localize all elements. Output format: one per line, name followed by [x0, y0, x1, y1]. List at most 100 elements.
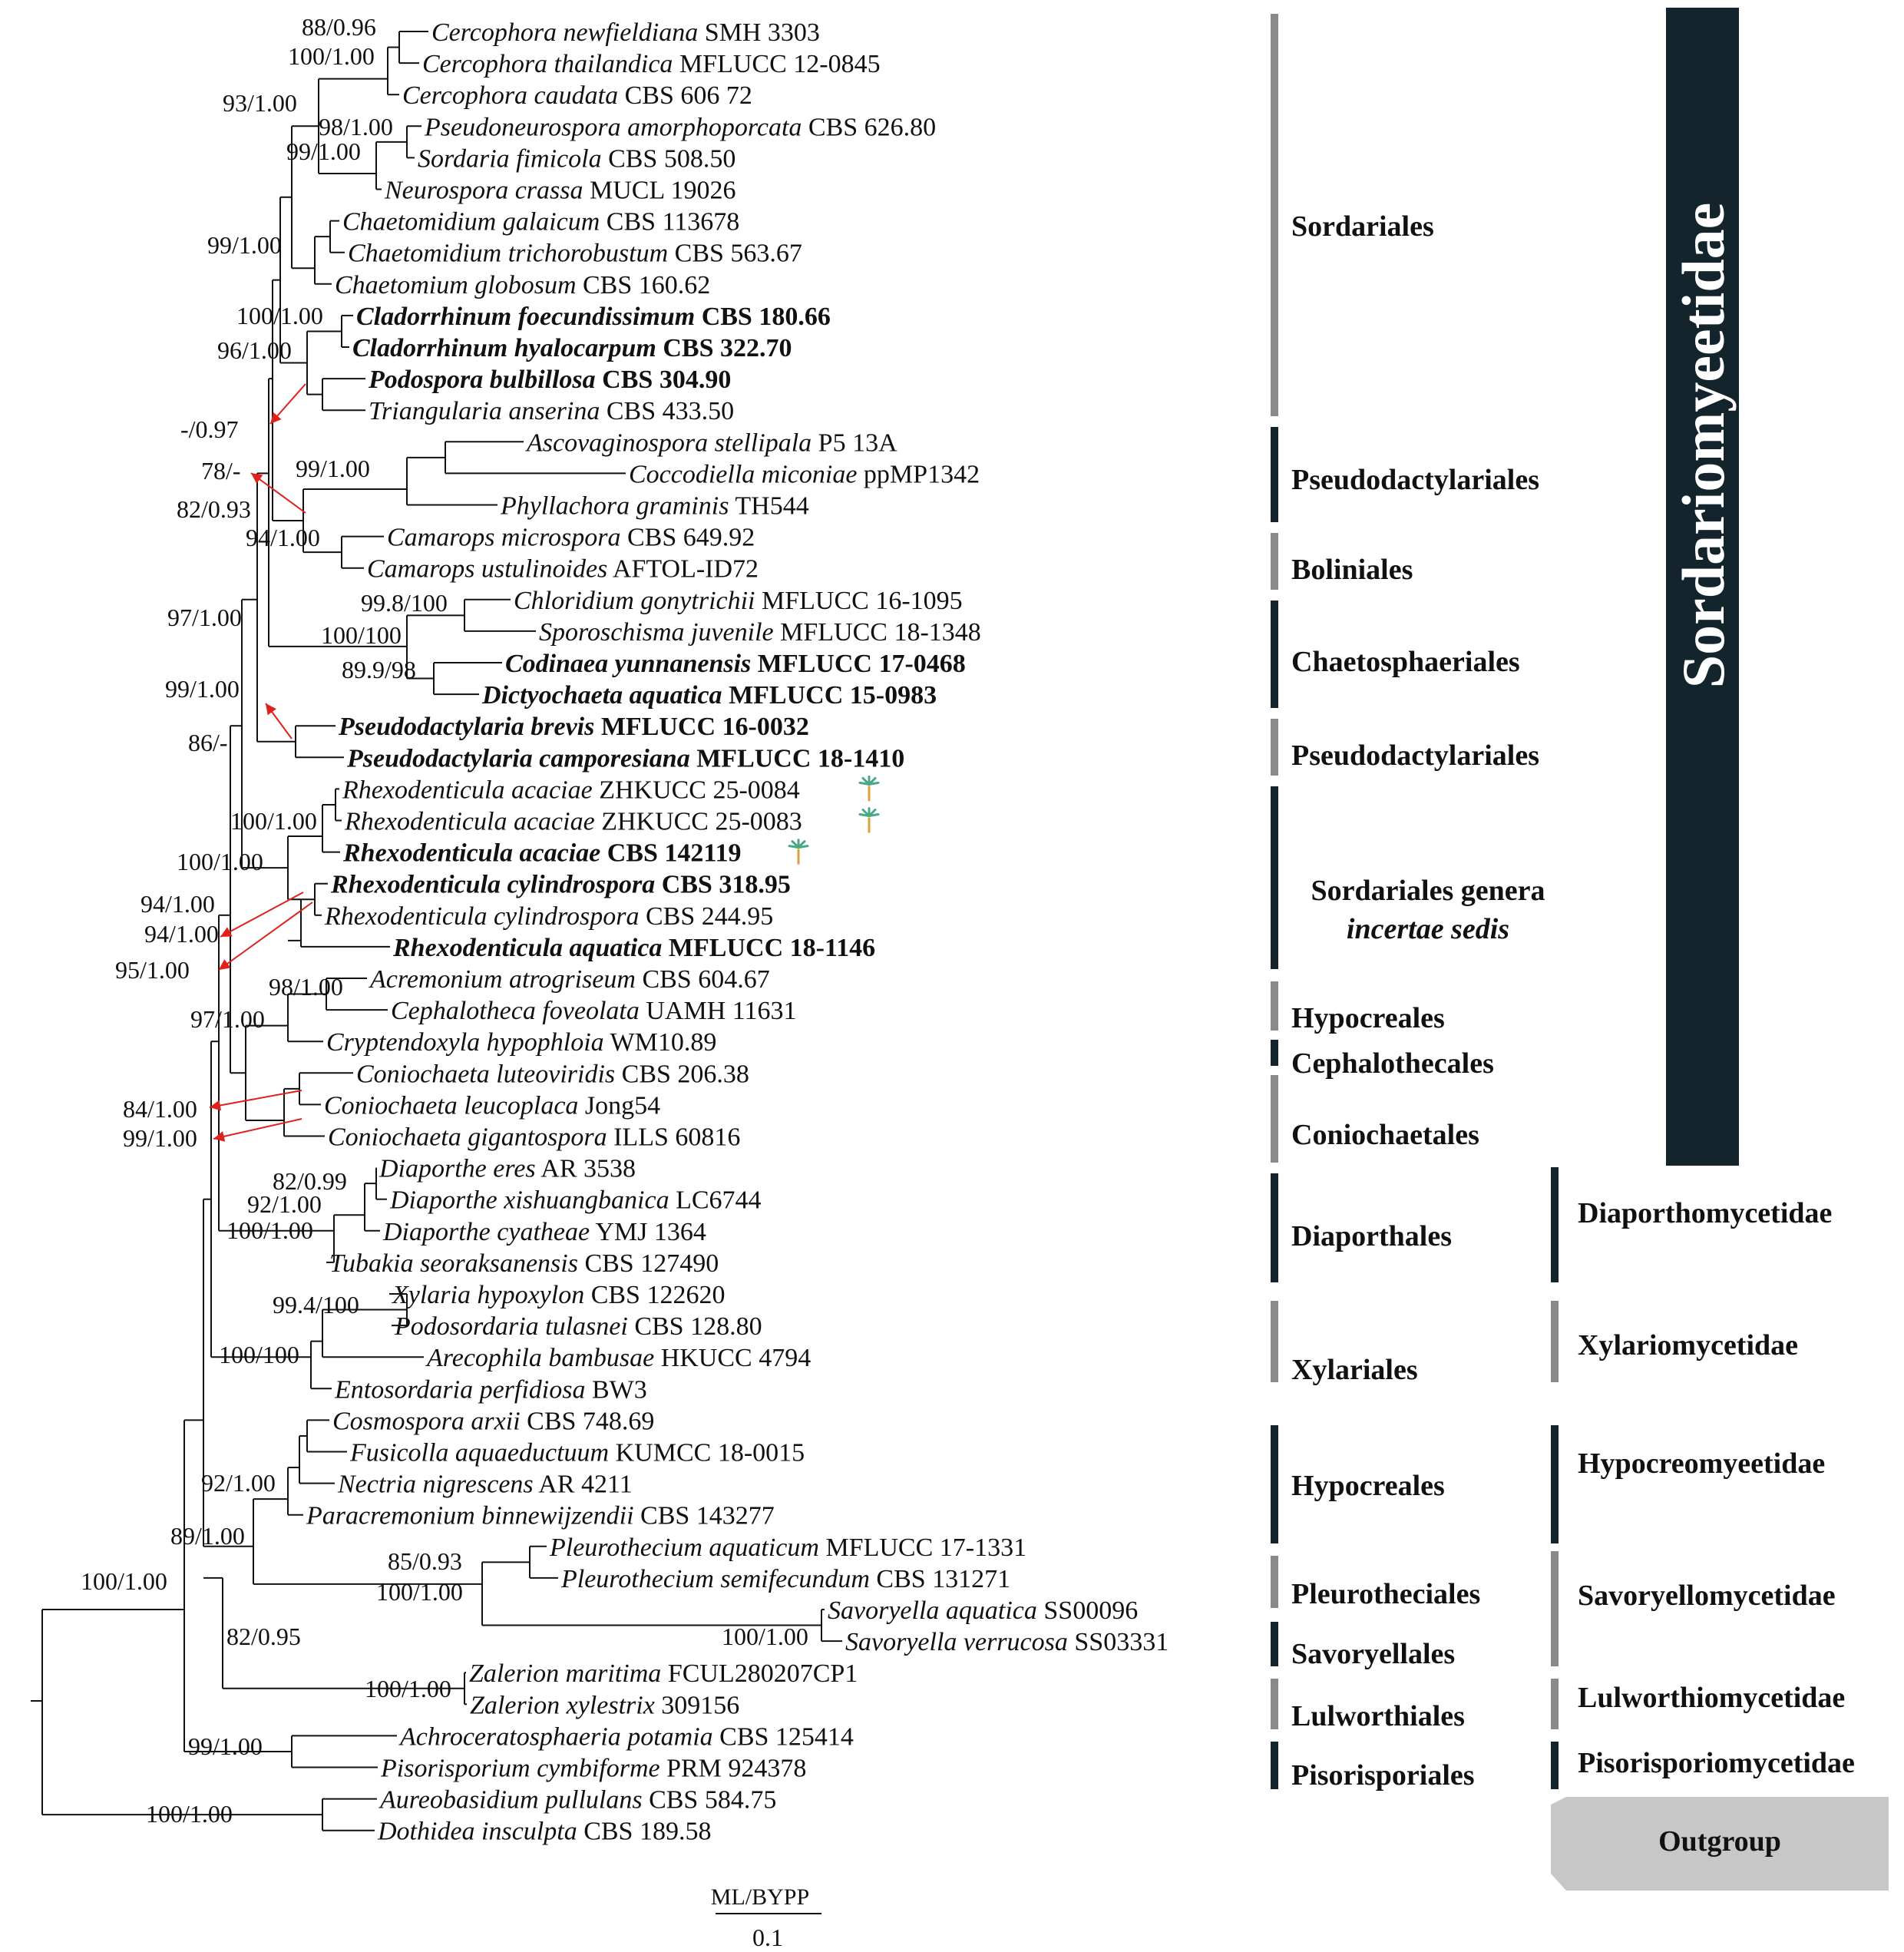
- taxon-species: Pseudodactylaria brevis: [338, 713, 594, 741]
- palm-tree-icon: [858, 807, 880, 833]
- taxon-species: Dothidea insculpta: [377, 1818, 577, 1846]
- taxon-strain: CBS 127490: [578, 1249, 719, 1278]
- order-bar: [1271, 1301, 1278, 1382]
- annotation-arrows: [209, 383, 313, 1142]
- taxon-species: Chaetomidium galaicum: [342, 208, 600, 237]
- taxon-strain: CBS 180.66: [695, 303, 831, 331]
- taxon-strain: CBS 125414: [713, 1722, 854, 1751]
- taxon-species: Chaetomidium trichorobustum: [348, 240, 668, 268]
- taxon-strain: CBS 122620: [584, 1281, 725, 1309]
- taxon-strain: CBS 748.69: [521, 1407, 655, 1435]
- support-value: 100/1.00: [288, 42, 375, 70]
- taxon-label: Pleurothecium semifecundum CBS 131271: [560, 1565, 1010, 1593]
- support-value: 82/0.99: [273, 1167, 347, 1195]
- taxon-strain: CBS 160.62: [577, 271, 711, 299]
- taxon-label: Arecophila bambusae HKUCC 4794: [425, 1344, 811, 1372]
- support-value: 99.4/100: [273, 1291, 359, 1318]
- taxon-strain: CBS 584.75: [643, 1786, 777, 1815]
- taxon-label: Zalerion maritima FCUL280207CP1: [469, 1659, 858, 1688]
- support-value: 100/1.00: [226, 1216, 313, 1244]
- taxon-strain: CBS 563.67: [668, 240, 802, 268]
- taxon-species: Cosmospora arxii: [332, 1407, 521, 1435]
- taxon-label: Rhexodenticula acaciae ZHKUCC 25-0084: [342, 776, 800, 804]
- taxon-strain: LC6744: [669, 1186, 762, 1215]
- order-label: Hypocreales: [1291, 1470, 1445, 1502]
- taxon-label: Acremonium atrogriseum CBS 604.67: [369, 965, 770, 994]
- taxon-species: Coniochaeta gigantospora: [328, 1123, 607, 1152]
- taxon-strain: CBS 322.70: [656, 334, 792, 362]
- order-bar: [1271, 533, 1278, 590]
- taxon-strain: P5 13A: [812, 428, 897, 457]
- taxon-label: Ascovaginospora stellipala P5 13A: [525, 428, 897, 457]
- order-bar: [1271, 1075, 1278, 1163]
- taxon-species: Cercophora thailandica: [422, 50, 673, 78]
- support-value: 94/1.00: [144, 920, 219, 948]
- arrow-head-icon: [220, 927, 233, 937]
- taxon-strain: ILLS 60816: [607, 1123, 741, 1152]
- subclass-label: Diaporthomycetidae: [1578, 1197, 1832, 1229]
- order-label: Xylariales: [1291, 1354, 1418, 1386]
- support-value: 92/1.00: [201, 1469, 276, 1497]
- subclass-label: Xylariomycetidae: [1578, 1329, 1798, 1361]
- taxon-strain: CBS 244.95: [639, 902, 773, 931]
- order-bar: [1271, 1622, 1278, 1666]
- taxon-species: Sordaria fimicola: [418, 144, 602, 173]
- taxon-label: Cladorrhinum foecundissimum CBS 180.66: [356, 303, 831, 331]
- taxon-strain: CBS 113678: [600, 208, 739, 237]
- pointer-arrow: [209, 1090, 302, 1108]
- taxon-label: Pseudoneurospora amorphoporcata CBS 626.…: [424, 113, 936, 141]
- taxon-label: Coniochaeta luteoviridis CBS 206.38: [356, 1060, 749, 1088]
- taxon-species: Podosordaria tulasnei: [394, 1312, 628, 1341]
- taxon-label: Camarops microspora CBS 649.92: [387, 524, 755, 552]
- taxon-label: Cercophora thailandica MFLUCC 12-0845: [422, 50, 881, 78]
- taxon-label: Camarops ustulinoides AFTOL-ID72: [367, 555, 759, 584]
- taxon-label: Chaetomidium trichorobustum CBS 563.67: [348, 240, 802, 268]
- subclass-bar: [1551, 1742, 1559, 1789]
- taxon-species: Diaporthe xishuangbanica: [389, 1186, 669, 1215]
- subclass-label: Sordariomyeetidae: [1670, 203, 1737, 689]
- order-label: Diaporthales: [1291, 1220, 1452, 1252]
- taxon-label: Codinaea yunnanensis MFLUCC 17-0468: [505, 650, 966, 678]
- taxon-strain: CBS 143277: [634, 1502, 775, 1530]
- subclass-label: Pisorisporiomycetidae: [1578, 1747, 1855, 1779]
- taxon-species: Pisorisporium cymbiforme: [380, 1755, 660, 1783]
- subclass-bar: [1551, 1167, 1559, 1282]
- subclass-label: Savoryellomycetidae: [1578, 1580, 1836, 1612]
- taxon-label: Neurospora crassa MUCL 19026: [384, 177, 735, 205]
- taxon-label: Rhexodenticula cylindrospora CBS 318.95: [330, 871, 791, 899]
- taxon-strain: CBS 433.50: [600, 397, 734, 425]
- support-value: 78/-: [201, 457, 241, 485]
- taxon-label: Pisorisporium cymbiforme PRM 924378: [380, 1755, 806, 1783]
- taxon-strain: CBS 604.67: [636, 965, 770, 994]
- taxon-species: Rhexodenticula cylindrospora: [324, 902, 639, 931]
- taxon-species: Nectria nigrescens: [337, 1471, 534, 1499]
- order-bar: [1271, 427, 1278, 522]
- taxon-labels: Cercophora newfieldiana SMH 3303Cercopho…: [306, 18, 1169, 1846]
- tree-branches: [31, 31, 842, 1831]
- taxon-label: Paracremonium binnewijzendii CBS 143277: [306, 1502, 775, 1530]
- support-value: 100/1.00: [81, 1567, 167, 1595]
- support-value: 99/1.00: [207, 231, 282, 259]
- order-label: Pseudodactylariales: [1291, 464, 1539, 496]
- taxon-label: Triangularia anserina CBS 433.50: [369, 397, 734, 425]
- order-label: Pleurotheciales: [1291, 1578, 1480, 1610]
- taxon-species: Cephalotheca foveolata: [391, 997, 640, 1025]
- taxon-species: Tubakia seoraksanensis: [329, 1249, 578, 1278]
- taxon-label: Chaetomium globosum CBS 160.62: [335, 271, 710, 299]
- taxon-label: Savoryella aquatica SS00096: [828, 1596, 1138, 1625]
- taxon-label: Pleurothecium aquaticum MFLUCC 17-1331: [549, 1533, 1026, 1562]
- taxon-strain: ZHKUCC 25-0084: [593, 776, 800, 804]
- support-value: 99/1.00: [165, 675, 240, 703]
- support-value: 100/1.00: [722, 1623, 808, 1650]
- order-bar: [1271, 1679, 1278, 1729]
- support-value: 97/1.00: [190, 1005, 265, 1033]
- subclass-bar: [1551, 1425, 1559, 1543]
- taxon-strain: CBS 318.95: [655, 871, 791, 899]
- taxon-strain: CBS 206.38: [615, 1060, 749, 1088]
- taxon-label: Rhexodenticula cylindrospora CBS 244.95: [324, 902, 773, 931]
- taxon-strain: BW3: [586, 1375, 647, 1404]
- taxon-strain: ZHKUCC 25-0083: [595, 808, 802, 836]
- order-label: Sordariales: [1291, 210, 1434, 243]
- taxon-label: Zalerion xylestrix 309156: [470, 1691, 739, 1719]
- order-label: Pseudodactylariales: [1291, 739, 1539, 772]
